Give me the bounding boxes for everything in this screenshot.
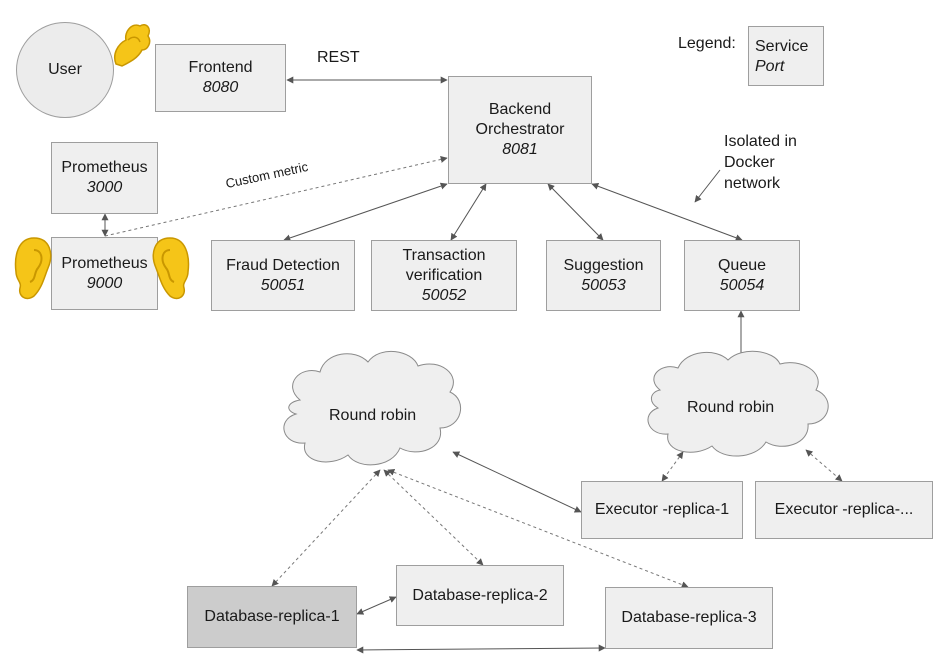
edge-isolated-note: [694, 169, 721, 203]
prometheus-port: 9000: [86, 274, 123, 292]
legend-port: Port: [755, 58, 785, 75]
cloud-right-label: Round robin: [687, 399, 775, 416]
edge-db1-db2: [356, 596, 397, 615]
edge-prometheus-orchestrator: [104, 155, 448, 237]
isolated-note-line1: Isolated in: [724, 133, 797, 150]
prometheus-ui-port: 3000: [86, 179, 123, 196]
legend-service: Service: [755, 38, 809, 55]
fraud-port: 50051: [260, 276, 306, 294]
prometheus-ui-node: Prometheus 3000: [51, 142, 158, 214]
isolated-note-line3: network: [724, 175, 781, 192]
isolated-note-line2: Docker: [724, 154, 775, 171]
user-label: User: [48, 61, 82, 78]
cloud-left: [283, 350, 461, 466]
transaction-verification-node: Transaction verification 50052: [371, 240, 517, 311]
executor-replica-1-node: Executor -replica-1: [581, 481, 743, 539]
frontend-port: 8080: [202, 79, 239, 96]
user-node: User: [16, 22, 114, 118]
transaction-name-line2: verification: [405, 266, 483, 284]
database-replica-3-node: Database-replica-3: [605, 587, 773, 649]
fraud-name: Fraud Detection: [226, 256, 340, 274]
edge-orchestrator-transaction: [450, 183, 487, 241]
ear-icon-left: [14, 237, 52, 300]
legend-box: Service Port: [748, 26, 824, 86]
transaction-name-line1: Transaction: [402, 246, 486, 264]
db3-name: Database-replica-3: [621, 609, 757, 626]
edge-db1-db3: [356, 644, 606, 654]
database-replica-1-node: Database-replica-1: [187, 586, 357, 648]
frontend-name: Frontend: [188, 59, 253, 76]
prometheus-node: Prometheus 9000: [51, 237, 158, 310]
prometheus-ui-name: Prometheus: [61, 159, 148, 176]
edge-orchestrator-suggestion: [547, 183, 604, 241]
queue-port: 50054: [719, 276, 765, 294]
suggestion-port: 50053: [581, 276, 626, 294]
orchestrator-node: Backend Orchestrator 8081: [448, 76, 592, 184]
cloud-left-label: Round robin: [329, 407, 417, 424]
isolated-note: Isolated in Docker network: [724, 131, 797, 194]
orchestrator-name-line2: Orchestrator: [475, 121, 565, 138]
edge-orchestrator-queue: [591, 182, 743, 242]
orchestrator-name-line1: Backend: [488, 101, 552, 118]
db1-name: Database-replica-1: [204, 608, 340, 625]
edge-cloud-executor-n: [805, 449, 843, 482]
executor1-name: Executor -replica-1: [594, 501, 730, 518]
fraud-detection-node: Fraud Detection 50051: [211, 240, 355, 311]
database-replica-2-node: Database-replica-2: [396, 565, 564, 626]
transaction-port: 50052: [421, 286, 467, 304]
suggestion-name: Suggestion: [563, 256, 644, 274]
prometheus-name: Prometheus: [61, 254, 148, 272]
suggestion-node: Suggestion 50053: [546, 240, 661, 311]
executor-n-name: Executor -replica-...: [774, 501, 914, 518]
edge-orchestrator-fraud: [283, 182, 448, 242]
executor-replica-n-node: Executor -replica-...: [755, 481, 933, 539]
rest-label: REST: [317, 49, 360, 66]
ear-icon-right: [152, 237, 190, 300]
edge-leftcloud-db1: [271, 469, 381, 587]
cloud-right: [647, 350, 829, 457]
db2-name: Database-replica-2: [412, 586, 548, 604]
pinched-fingers-icon: [114, 24, 151, 67]
edge-cloud-executor1: [661, 451, 684, 482]
legend-title: Legend:: [678, 35, 736, 52]
queue-name: Queue: [717, 256, 767, 274]
edge-leftcloud-db2: [383, 469, 484, 566]
orchestrator-port: 8081: [502, 141, 538, 158]
queue-node: Queue 50054: [684, 240, 800, 311]
frontend-node: Frontend 8080: [155, 44, 286, 112]
